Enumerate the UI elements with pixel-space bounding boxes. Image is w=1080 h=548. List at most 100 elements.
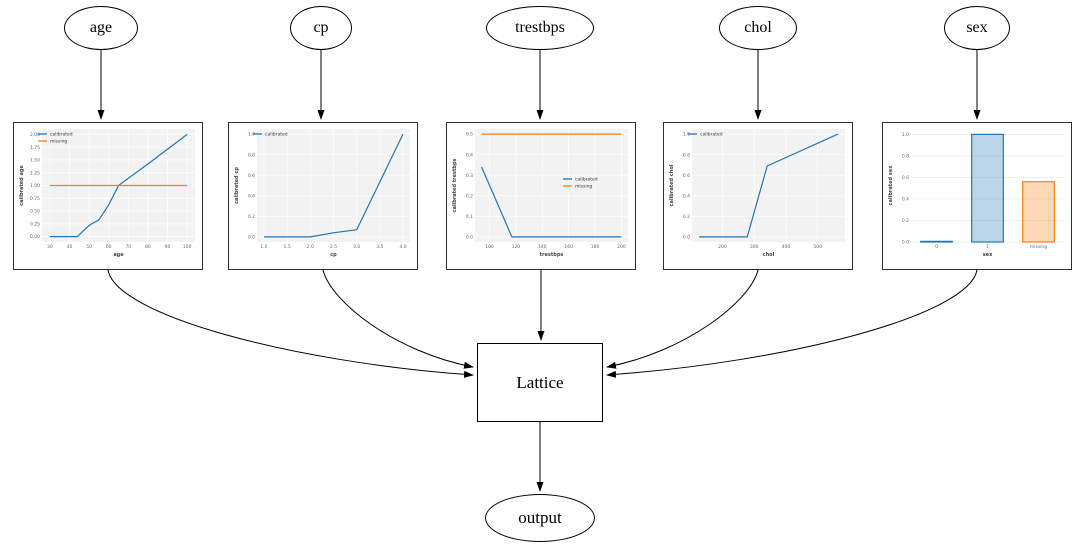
svg-text:30: 30 (47, 244, 53, 250)
svg-text:1.25: 1.25 (30, 170, 40, 176)
svg-text:calibrated: calibrated (265, 132, 288, 138)
svg-text:3.5: 3.5 (376, 244, 383, 250)
svg-text:calibrated trestbps: calibrated trestbps (452, 158, 458, 212)
svg-text:calibrated cp: calibrated cp (234, 167, 240, 204)
svg-text:0.1: 0.1 (466, 214, 473, 220)
svg-text:calibrated: calibrated (50, 132, 73, 138)
bar-missing (1022, 181, 1055, 243)
svg-text:500: 500 (813, 244, 822, 250)
svg-text:sex: sex (983, 252, 993, 258)
svg-text:50: 50 (86, 244, 92, 250)
svg-text:1.0: 1.0 (902, 132, 909, 138)
series-calibrated (699, 133, 839, 238)
svg-text:140: 140 (538, 244, 547, 250)
svg-text:missing: missing (50, 139, 67, 145)
series-calibrated (264, 133, 404, 238)
svg-text:2.5: 2.5 (330, 244, 337, 250)
input-node-sex: sex (944, 6, 1010, 50)
svg-text:3.0: 3.0 (353, 244, 360, 250)
input-node-chol-label: chol (744, 19, 772, 36)
svg-text:0.75: 0.75 (30, 196, 40, 202)
lattice-node-label: Lattice (516, 372, 564, 392)
edge-age-chart-to-lattice (107, 269, 474, 378)
svg-text:missing: missing (1030, 244, 1047, 250)
svg-text:0.00: 0.00 (30, 234, 40, 240)
svg-text:0.25: 0.25 (30, 221, 40, 227)
svg-text:0.50: 0.50 (30, 209, 40, 215)
svg-text:300: 300 (750, 244, 759, 250)
svg-text:0.6: 0.6 (902, 175, 909, 181)
svg-text:70: 70 (125, 244, 131, 250)
svg-text:90: 90 (165, 244, 171, 250)
svg-text:100: 100 (485, 244, 494, 250)
svg-text:0.4: 0.4 (902, 197, 909, 203)
svg-text:missing: missing (575, 184, 592, 190)
svg-text:0.8: 0.8 (248, 152, 255, 158)
svg-text:1.0: 1.0 (248, 132, 255, 138)
svg-text:0.8: 0.8 (683, 152, 690, 158)
input-node-trestbps: trestbps (486, 6, 594, 50)
svg-text:80: 80 (145, 244, 151, 250)
calibration-chart-sex: 0.0 0.2 0.4 0.6 0.8 1.0 0 1 missing sex calibrated… (882, 122, 1072, 270)
svg-text:4.0: 4.0 (399, 244, 406, 250)
svg-text:120: 120 (512, 244, 521, 250)
svg-text:1.0: 1.0 (260, 244, 267, 250)
svg-text:60: 60 (106, 244, 112, 250)
bar-0 (920, 240, 953, 243)
svg-text:400: 400 (782, 244, 791, 250)
svg-text:0.2: 0.2 (683, 214, 690, 220)
svg-text:0.6: 0.6 (248, 173, 255, 179)
svg-text:chol: chol (763, 252, 775, 258)
svg-text:calibrated sex: calibrated sex (888, 165, 894, 206)
svg-text:0.0: 0.0 (683, 234, 690, 240)
output-node-label: output (518, 508, 562, 527)
edge-cp-chart-to-lattice (322, 269, 474, 369)
svg-text:100: 100 (183, 244, 192, 250)
svg-text:1.50: 1.50 (30, 158, 40, 164)
lattice-node: Lattice (477, 343, 603, 422)
svg-text:0.0: 0.0 (248, 234, 255, 240)
svg-text:0.2: 0.2 (248, 214, 255, 220)
svg-text:0: 0 (935, 244, 938, 250)
svg-text:calibrated: calibrated (700, 132, 723, 138)
svg-text:180: 180 (591, 244, 600, 250)
svg-text:0.0: 0.0 (902, 240, 909, 246)
series-calibrated (481, 166, 622, 238)
svg-text:0.2: 0.2 (466, 193, 473, 199)
svg-text:0.8: 0.8 (902, 154, 909, 160)
chart-svg-sex: 0.0 0.2 0.4 0.6 0.8 1.0 0 1 missing sex calibrated… (888, 129, 1064, 258)
svg-text:200: 200 (617, 244, 626, 250)
svg-text:200: 200 (718, 244, 727, 250)
svg-text:1.0: 1.0 (683, 132, 690, 138)
series-calibrated (49, 133, 188, 238)
input-node-cp-label: cp (313, 19, 329, 36)
svg-text:calibrated chol: calibrated chol (669, 164, 675, 206)
svg-text:calibrated age: calibrated age (19, 165, 25, 206)
bar-1 (971, 133, 1004, 243)
input-node-cp: cp (290, 6, 352, 50)
svg-text:0.4: 0.4 (683, 193, 690, 199)
svg-text:calibrated: calibrated (575, 177, 598, 183)
input-node-age: age (64, 6, 138, 50)
svg-text:0.2: 0.2 (902, 218, 909, 224)
svg-text:0.4: 0.4 (466, 152, 473, 158)
svg-text:trestbps: trestbps (540, 252, 564, 258)
svg-text:0.4: 0.4 (248, 193, 255, 199)
svg-text:40: 40 (67, 244, 73, 250)
svg-text:0.0: 0.0 (466, 234, 473, 240)
svg-text:cp: cp (330, 252, 337, 258)
edge-sex-chart-to-lattice (606, 269, 978, 378)
svg-text:age: age (113, 252, 124, 258)
svg-text:1.00: 1.00 (30, 183, 40, 189)
svg-text:1: 1 (986, 244, 989, 250)
svg-text:2.0: 2.0 (307, 244, 314, 250)
input-node-chol: chol (719, 6, 797, 50)
